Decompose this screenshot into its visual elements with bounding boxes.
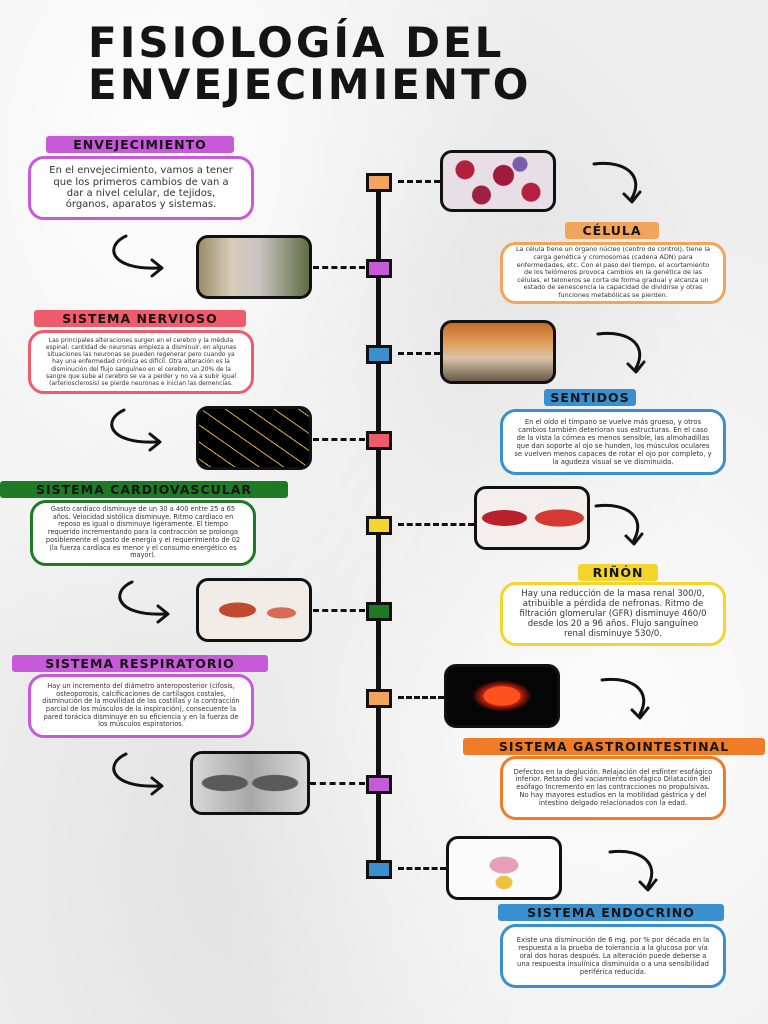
section-text-celula: La célula tiene un órgano núcleo (centro…: [500, 242, 726, 304]
elderly-group-image: [440, 320, 556, 384]
chest-xray-image: [190, 751, 310, 815]
section-text-sistema-respiratorio: Hay un incremento del diámetro anteropos…: [28, 674, 254, 738]
timeline-node-9: [366, 860, 392, 879]
timeline-node-3: [366, 345, 392, 364]
heart-image: [196, 578, 312, 642]
section-label-sistema-respiratorio: SISTEMA RESPIRATORIO: [12, 655, 268, 672]
title-line-2: ENVEJECIMIENTO: [88, 60, 532, 109]
section-text-celula-content: La célula tiene un órgano núcleo (centro…: [515, 245, 711, 299]
section-label-sistema-cardiovascular: SISTEMA CARDIOVASCULAR: [0, 481, 288, 498]
section-text-sistema-cardiovascular-content: Gasto cardíaco disminuye de un 30 a 400 …: [45, 504, 241, 560]
digestive-system-image: [444, 664, 560, 728]
section-text-envejecimiento: En el envejecimiento, vamos a tener que …: [28, 156, 254, 220]
curved-arrow-icon: [112, 752, 164, 796]
endocrine-system-image: [446, 836, 562, 900]
section-text-sentidos: En el oído el tímpano se vuelve más grue…: [500, 409, 726, 475]
connector-5: [398, 523, 474, 526]
curved-arrow-icon: [600, 677, 650, 720]
section-text-envejecimiento-content: En el envejecimiento, vamos a tener que …: [49, 165, 233, 211]
connector-3: [398, 352, 440, 355]
curved-arrow-icon: [110, 408, 162, 452]
section-label-celula: CÉLULA: [565, 222, 659, 239]
curved-arrow-icon: [118, 580, 170, 624]
page-title: FISIOLOGÍA DEL ENVEJECIMIENTO: [88, 22, 688, 106]
connector-7: [398, 696, 444, 699]
curved-arrow-icon: [596, 331, 646, 374]
section-text-sistema-nervioso-content: Las principales alteraciones surgen en e…: [45, 337, 237, 387]
timeline-node-1: [366, 173, 392, 192]
timeline-node-7: [366, 689, 392, 708]
section-label-sentidos: SENTIDOS: [544, 389, 636, 406]
connector-2: [313, 266, 365, 269]
connector-1: [398, 180, 440, 183]
connector-4: [313, 438, 365, 441]
section-text-sistema-respiratorio-content: Hay un incremento del diámetro anteropos…: [42, 682, 240, 729]
title-line-1: FISIOLOGÍA DEL: [88, 18, 505, 67]
section-text-sentidos-content: En el oído el tímpano se vuelve más grue…: [514, 418, 712, 466]
curved-arrow-icon: [112, 234, 164, 278]
kidneys-image: [474, 486, 590, 550]
timeline-node-2: [366, 259, 392, 278]
elderly-couple-image: [196, 235, 312, 299]
connector-9: [398, 867, 446, 870]
section-text-sistema-gastrointestinal: Defectos en la deglución. Relajación del…: [500, 756, 726, 820]
curved-arrow-icon: [594, 503, 644, 546]
section-text-sistema-gastrointestinal-content: Defectos en la deglución. Relajación del…: [513, 767, 713, 807]
section-label-sistema-endocrino: SISTEMA ENDOCRINO: [498, 904, 724, 921]
section-label-sistema-gastrointestinal: SISTEMA GASTROINTESTINAL: [463, 738, 765, 755]
timeline-node-6: [366, 602, 392, 621]
section-label-envejecimiento: ENVEJECIMIENTO: [46, 136, 234, 153]
curved-arrow-icon: [592, 161, 642, 204]
section-label-sistema-nervioso: SISTEMA NERVIOSO: [34, 310, 246, 327]
timeline-node-8: [366, 775, 392, 794]
section-text-sistema-endocrino-content: Existe una disminución de 6 mg. por % po…: [516, 936, 710, 976]
section-label-rinon: RIÑÓN: [578, 564, 658, 581]
cells-image: [440, 150, 556, 212]
section-text-rinon-content: Hay una reducción de la masa renal 300/0…: [519, 589, 707, 639]
section-text-sistema-endocrino: Existe una disminución de 6 mg. por % po…: [500, 924, 726, 988]
timeline-node-5: [366, 516, 392, 535]
neurons-image: [196, 406, 312, 470]
curved-arrow-icon: [608, 849, 658, 892]
section-text-sistema-cardiovascular: Gasto cardíaco disminuye de un 30 a 400 …: [30, 500, 256, 566]
timeline-node-4: [366, 431, 392, 450]
connector-6: [313, 609, 365, 612]
connector-8: [310, 782, 365, 785]
section-text-rinon: Hay una reducción de la masa renal 300/0…: [500, 582, 726, 646]
section-text-sistema-nervioso: Las principales alteraciones surgen en e…: [28, 330, 254, 394]
